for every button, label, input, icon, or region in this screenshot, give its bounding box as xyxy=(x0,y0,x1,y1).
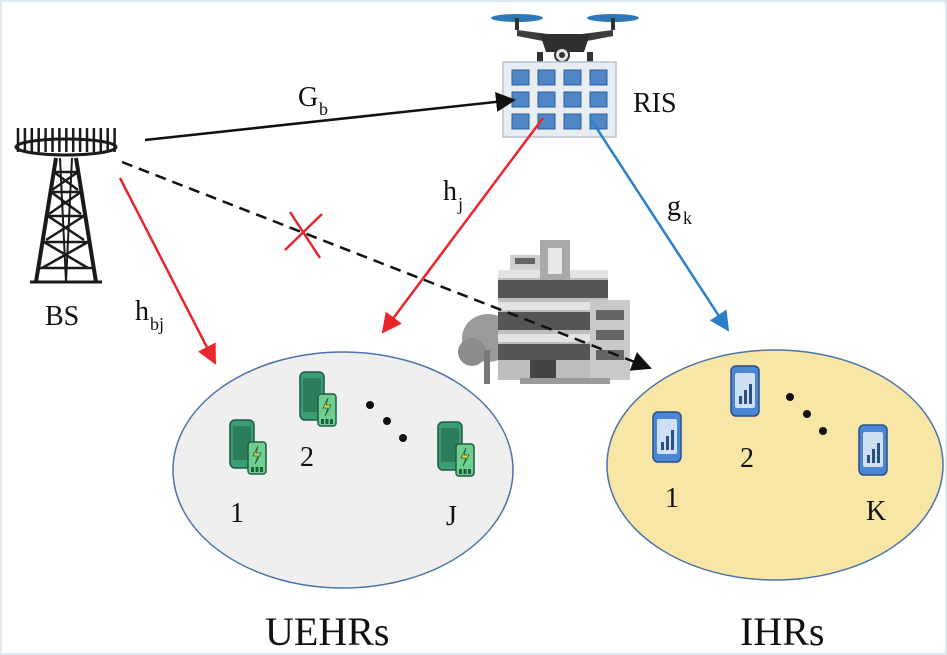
uehr-user-index: 1 xyxy=(230,498,244,529)
ihr-devices xyxy=(652,365,888,476)
ris-element xyxy=(563,69,582,86)
ihr-region xyxy=(606,349,944,581)
ris-element xyxy=(589,69,608,86)
gk-label-sub: k xyxy=(683,208,692,228)
ris-element xyxy=(563,91,582,108)
uehr-user-labels: 1 2J xyxy=(230,442,457,532)
uehr-user-index: 2 xyxy=(300,442,314,473)
drone-icon xyxy=(491,14,639,63)
hbj-label-main: h xyxy=(135,296,149,327)
hj-label-main: h xyxy=(443,176,457,207)
uehr-user-index: J xyxy=(446,501,457,532)
phone-signal-icon xyxy=(858,424,888,476)
ihr-group-label: IHRs xyxy=(740,609,824,654)
gb-label-main: G xyxy=(298,82,318,113)
link-bs-uehr xyxy=(118,177,217,365)
uehr-ellipsis-dots xyxy=(366,401,407,442)
ris-element xyxy=(511,113,530,130)
ihr-user-index: 2 xyxy=(740,443,754,474)
ris-element xyxy=(537,91,556,108)
bs-label: BS xyxy=(45,301,79,332)
ris-element xyxy=(589,91,608,108)
ris-element xyxy=(563,113,582,130)
phone-battery-icon xyxy=(299,371,337,427)
uehr-region xyxy=(172,351,514,589)
building-icon xyxy=(458,240,630,384)
ris-element xyxy=(537,69,556,86)
uehr-group-label: UEHRs xyxy=(265,609,389,654)
ihr-user-index: 1 xyxy=(665,483,679,514)
ris-element xyxy=(511,69,530,86)
phone-signal-icon xyxy=(652,411,682,463)
tower-icon xyxy=(14,128,118,284)
ihr-user-index: K xyxy=(866,496,886,527)
hbj-label-sub: bj xyxy=(150,314,164,334)
phone-signal-icon xyxy=(730,365,760,417)
ris-label: RIS xyxy=(633,88,677,119)
hj-label-sub: j xyxy=(457,194,463,214)
link-ris-uehr xyxy=(381,117,545,334)
blocked-link-mark xyxy=(284,211,323,259)
uehr-devices xyxy=(229,371,475,477)
gk-label-main: g xyxy=(667,191,681,222)
ihr-ellipsis-dots xyxy=(786,393,827,435)
link-bs-ihr-blocked xyxy=(121,160,652,371)
link-bs-ris xyxy=(144,91,516,142)
phone-battery-icon xyxy=(229,419,267,475)
gb-label-sub: b xyxy=(319,99,328,119)
link-ris-ihr xyxy=(588,117,730,332)
ris-element xyxy=(511,91,530,108)
ihr-user-labels: 1 2K xyxy=(665,443,886,527)
phone-battery-icon xyxy=(437,421,475,477)
